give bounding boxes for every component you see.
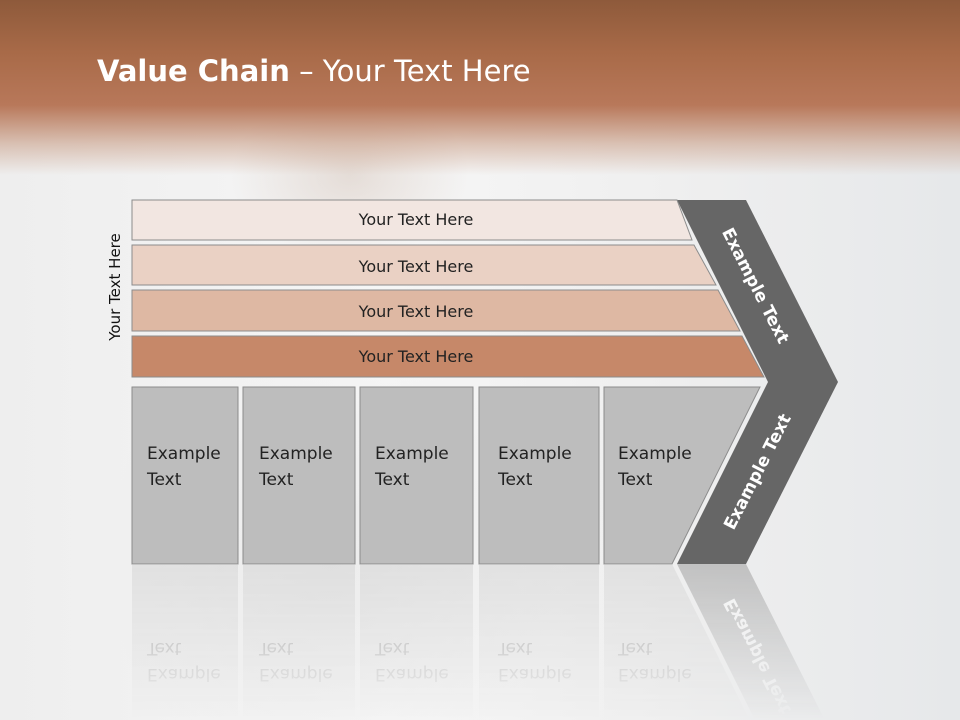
box-4-line1-reflection: Example	[498, 664, 572, 684]
bar-4: Your Text Here	[131, 335, 765, 378]
box-1: Example Text	[131, 386, 239, 565]
box-4-line2-reflection: Text	[497, 638, 533, 658]
box-3-line2-reflection: Text	[374, 638, 410, 658]
box-4-line2: Text	[497, 470, 533, 490]
box-5: Example Text	[603, 386, 761, 565]
arrow-top	[677, 200, 838, 382]
reflection: Example Text Example Text Example Text E…	[132, 564, 825, 720]
title-rest: – Your Text Here	[289, 54, 531, 88]
box-3: Example Text	[359, 386, 474, 565]
boxes-group: Example Text Example Text Example Text E…	[131, 386, 761, 565]
box-2-shape	[242, 386, 356, 565]
box-4-shape	[478, 386, 600, 565]
box-2-line2: Text	[258, 470, 294, 490]
box-1-line2-reflection: Text	[146, 638, 182, 658]
header-band	[0, 0, 960, 175]
box-1-line1: Example	[147, 444, 221, 464]
bar-3: Your Text Here	[131, 289, 741, 332]
bar-4-label: Your Text Here	[358, 347, 474, 366]
box-2-line2-reflection: Text	[258, 638, 294, 658]
box-2-line1: Example	[259, 444, 333, 464]
bar-1-label: Your Text Here	[358, 210, 474, 229]
box-3-line1-reflection: Example	[375, 664, 449, 684]
arrow-bottom	[677, 382, 838, 564]
slide-title: Value Chain – Your Text Here	[97, 54, 531, 88]
bar-2-label: Your Text Here	[358, 257, 474, 276]
box-5-line1-reflection: Example	[618, 664, 692, 684]
box-3-line1: Example	[375, 444, 449, 464]
box-5-line2-reflection: Text	[617, 638, 653, 658]
box-3-line2: Text	[374, 470, 410, 490]
box-3-shape	[359, 386, 474, 565]
title-bold: Value Chain	[97, 54, 290, 88]
box-5-line2: Text	[617, 470, 653, 490]
box-2-line1-reflection: Example	[259, 664, 333, 684]
box-1-line2: Text	[146, 470, 182, 490]
bar-1-shape	[131, 199, 693, 241]
bar-2-shape	[131, 244, 717, 286]
bar-4-shape	[131, 335, 765, 378]
box-4-line1: Example	[498, 444, 572, 464]
box-5-line1: Example	[618, 444, 692, 464]
bar-3-shape	[131, 289, 741, 332]
box-2: Example Text	[242, 386, 356, 565]
bar-3-label: Your Text Here	[358, 302, 474, 321]
bars-group: Your Text Here Your Text Here Your Text …	[131, 199, 765, 378]
box-4: Example Text	[478, 386, 600, 565]
box-1-line1-reflection: Example	[147, 664, 221, 684]
bar-2: Your Text Here	[131, 244, 717, 286]
bar-1: Your Text Here	[131, 199, 693, 241]
